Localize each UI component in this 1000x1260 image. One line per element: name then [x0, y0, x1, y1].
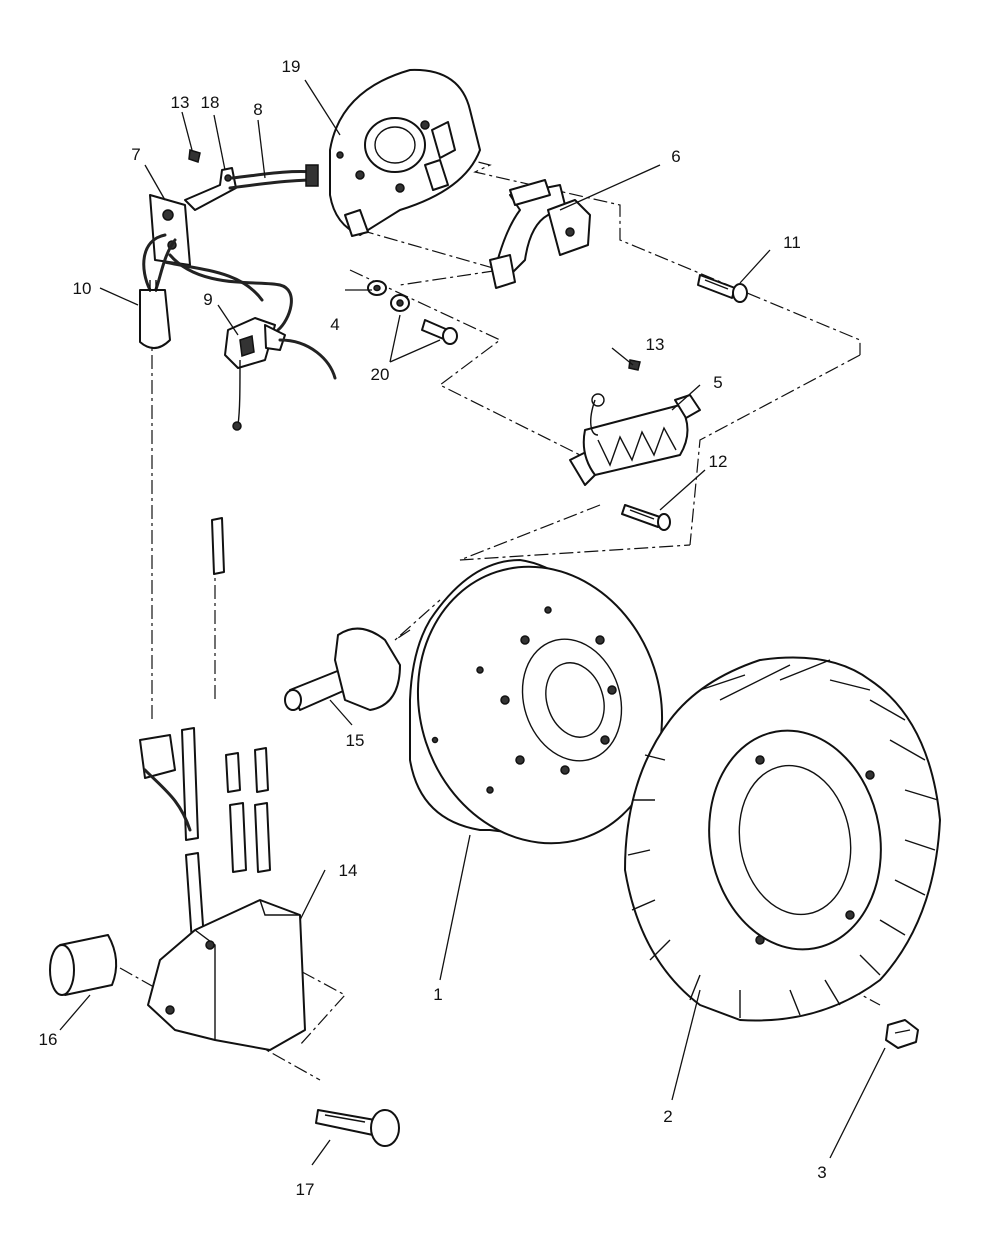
- screw-12: [621, 504, 671, 531]
- screw-3: [885, 1019, 919, 1049]
- screw-13-top: [188, 149, 201, 163]
- regulator-module: [224, 317, 337, 431]
- spark-plug-boot: [284, 627, 401, 711]
- washer-20: [390, 294, 458, 345]
- callout-18: 18: [201, 93, 220, 112]
- callout-2: 2: [663, 1107, 672, 1126]
- screw-13-right: [628, 359, 641, 371]
- pickup-bracket: [489, 179, 591, 289]
- callout-12: 12: [709, 452, 728, 471]
- callout-9: 9: [203, 290, 212, 309]
- callout-4: 4: [330, 315, 339, 334]
- ht-lead: [181, 517, 271, 943]
- flywheel: [409, 559, 664, 845]
- leader-lines: [59, 79, 886, 1166]
- callout-10: 10: [73, 279, 92, 298]
- callout-labels: 1 2 3 4 5 6 7 8 9 10 11 12 13 13 14 15 1…: [39, 57, 827, 1199]
- callout-16: 16: [39, 1030, 58, 1049]
- screw-11: [697, 274, 748, 303]
- callout-1: 1: [433, 985, 442, 1004]
- callout-3: 3: [817, 1163, 826, 1182]
- callout-8: 8: [253, 100, 262, 119]
- callout-6: 6: [671, 147, 680, 166]
- cooling-fan: [624, 656, 941, 1022]
- callout-7: 7: [131, 145, 140, 164]
- ignition-coil: [147, 899, 306, 1051]
- connector-plug: [139, 280, 171, 349]
- charging-coil: [569, 393, 701, 486]
- callout-20: 20: [371, 365, 390, 384]
- stator-plate: [329, 68, 481, 237]
- callout-13-right: 13: [646, 335, 665, 354]
- washer-4: [367, 280, 387, 296]
- callout-17: 17: [296, 1180, 315, 1199]
- callout-11: 11: [783, 233, 801, 252]
- callout-5: 5: [713, 373, 722, 392]
- callout-19: 19: [282, 57, 301, 76]
- callout-15: 15: [346, 731, 365, 750]
- lead-connector: [139, 734, 192, 832]
- coil-cap: [49, 934, 118, 996]
- bolt-17: [315, 1109, 400, 1147]
- callout-14: 14: [339, 861, 358, 880]
- callout-13-top: 13: [171, 93, 190, 112]
- wire-harness: [142, 164, 319, 332]
